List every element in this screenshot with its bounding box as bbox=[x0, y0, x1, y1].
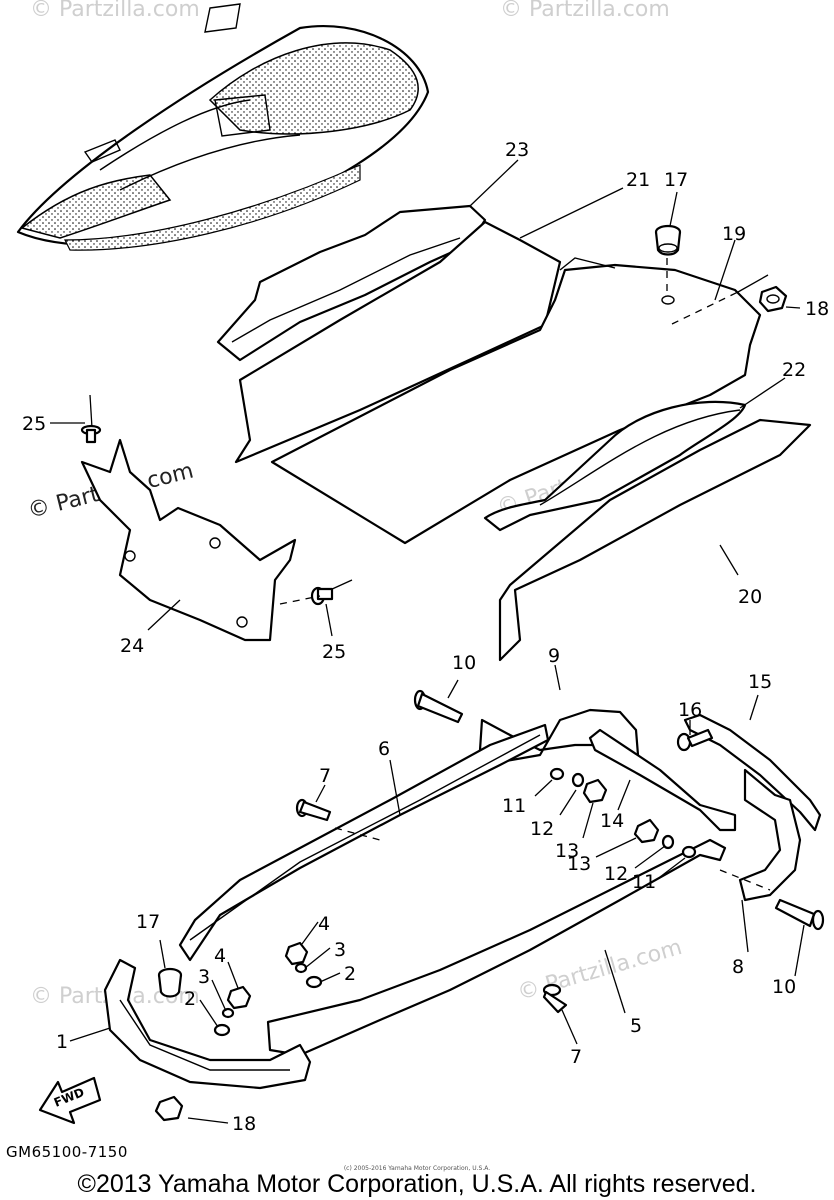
fwd-arrow: FWD bbox=[38, 1076, 102, 1125]
part-17-plug bbox=[654, 224, 682, 256]
part-10-bolt bbox=[413, 689, 464, 724]
callout-22: 22 bbox=[782, 359, 806, 381]
part-16-rivet bbox=[676, 728, 714, 752]
callout-1: 1 bbox=[56, 1031, 68, 1053]
part-6-rail bbox=[178, 723, 550, 962]
callout-3: 3 bbox=[198, 966, 210, 988]
part-3-washer bbox=[221, 1007, 235, 1019]
part-4-nut bbox=[284, 941, 309, 966]
part-10-bolt bbox=[774, 898, 825, 931]
callout-4: 4 bbox=[214, 945, 226, 967]
callout-21: 21 bbox=[626, 169, 650, 191]
part-4-nut bbox=[226, 985, 252, 1010]
watermark: © Partzilla.com bbox=[30, 0, 200, 22]
part-20-mat bbox=[498, 418, 812, 662]
callout-3: 3 bbox=[334, 939, 346, 961]
callout-23: 23 bbox=[505, 139, 529, 161]
part-8-rail bbox=[738, 768, 802, 902]
callout-24: 24 bbox=[120, 635, 144, 657]
callout-11: 11 bbox=[632, 871, 656, 893]
part-7-bolt bbox=[542, 983, 568, 1014]
part-22-mat bbox=[483, 400, 747, 532]
callout-20: 20 bbox=[738, 586, 762, 608]
part-18-nut bbox=[758, 285, 788, 313]
callout-12: 12 bbox=[530, 818, 554, 840]
callout-17: 17 bbox=[136, 911, 160, 933]
watercraft-illustration bbox=[16, 3, 430, 251]
watermark: © Partzilla.com bbox=[515, 935, 685, 1006]
callout-18: 18 bbox=[232, 1113, 256, 1135]
callout-12: 12 bbox=[604, 863, 628, 885]
part-15-rail bbox=[683, 713, 822, 832]
callout-8: 8 bbox=[732, 956, 744, 978]
callout-6: 6 bbox=[378, 738, 390, 760]
callout-14: 14 bbox=[600, 810, 624, 832]
callout-2: 2 bbox=[344, 963, 356, 985]
callout-18: 18 bbox=[805, 298, 829, 320]
callout-16: 16 bbox=[678, 699, 702, 721]
callout-15: 15 bbox=[748, 671, 772, 693]
part-24-bracket bbox=[80, 438, 297, 642]
callout-2: 2 bbox=[184, 988, 196, 1010]
part-2-washer bbox=[213, 1023, 231, 1037]
part-7-bolt bbox=[295, 798, 332, 822]
part-25-rivet bbox=[80, 394, 102, 444]
part-3-washer bbox=[294, 962, 308, 974]
part-2-washer bbox=[305, 975, 323, 989]
callout-5: 5 bbox=[630, 1015, 642, 1037]
part-13-nut bbox=[633, 818, 660, 844]
part-11-washer bbox=[549, 767, 565, 781]
callout-7: 7 bbox=[570, 1046, 582, 1068]
part-13-nut bbox=[582, 778, 608, 804]
part-12-washer bbox=[661, 834, 675, 850]
callout-7: 7 bbox=[319, 765, 331, 787]
callout-11: 11 bbox=[502, 795, 526, 817]
diagram-code: GM65100-7150 bbox=[6, 1143, 128, 1161]
part-14-rail bbox=[588, 728, 737, 832]
part-23-mat bbox=[216, 204, 487, 362]
part-5-rail bbox=[266, 838, 727, 1057]
callout-4: 4 bbox=[318, 913, 330, 935]
part-21-mat bbox=[234, 220, 562, 464]
part-11-washer bbox=[681, 845, 697, 859]
callout-17: 17 bbox=[664, 169, 688, 191]
part-18-nut bbox=[154, 1095, 184, 1122]
watermark: © Partzilla.com bbox=[500, 0, 670, 22]
part-1-bumper bbox=[103, 958, 312, 1090]
part-25-rivet bbox=[310, 579, 353, 606]
callout-13: 13 bbox=[567, 853, 591, 875]
copyright-notice: ©2013 Yamaha Motor Corporation, U.S.A. A… bbox=[77, 1170, 757, 1198]
callout-9: 9 bbox=[548, 645, 560, 667]
callout-25: 25 bbox=[322, 641, 346, 663]
callout-10: 10 bbox=[772, 976, 796, 998]
callout-10: 10 bbox=[452, 652, 476, 674]
callout-19: 19 bbox=[722, 223, 746, 245]
fine-print: (c) 2005-2016 Yamaha Motor Corporation, … bbox=[343, 1165, 491, 1172]
callout-13: 13 bbox=[555, 840, 579, 862]
part-19-mat bbox=[270, 263, 762, 545]
part-12-washer bbox=[571, 772, 585, 788]
callout-25: 25 bbox=[22, 413, 46, 435]
part-17-plug bbox=[157, 967, 183, 998]
